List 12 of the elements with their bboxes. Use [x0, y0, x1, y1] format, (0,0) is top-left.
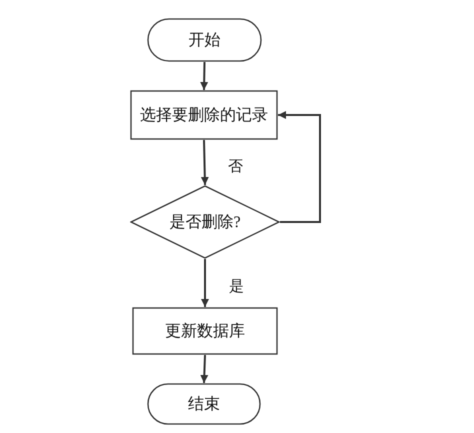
edge-label: 否 [226, 156, 245, 176]
decision-diamond: 是否删除? [130, 185, 280, 259]
arrow [278, 111, 321, 223]
edge-label: 是 [227, 277, 246, 296]
arrow [200, 354, 208, 384]
terminal-shape: 开始 [147, 18, 262, 62]
process-box: 更新数据库 [132, 307, 278, 355]
arrow [201, 259, 209, 307]
arrow [200, 62, 208, 90]
process-box: 选择要删除的记录 [130, 90, 278, 140]
arrow [200, 140, 209, 186]
terminal-shape: 结束 [147, 383, 261, 425]
